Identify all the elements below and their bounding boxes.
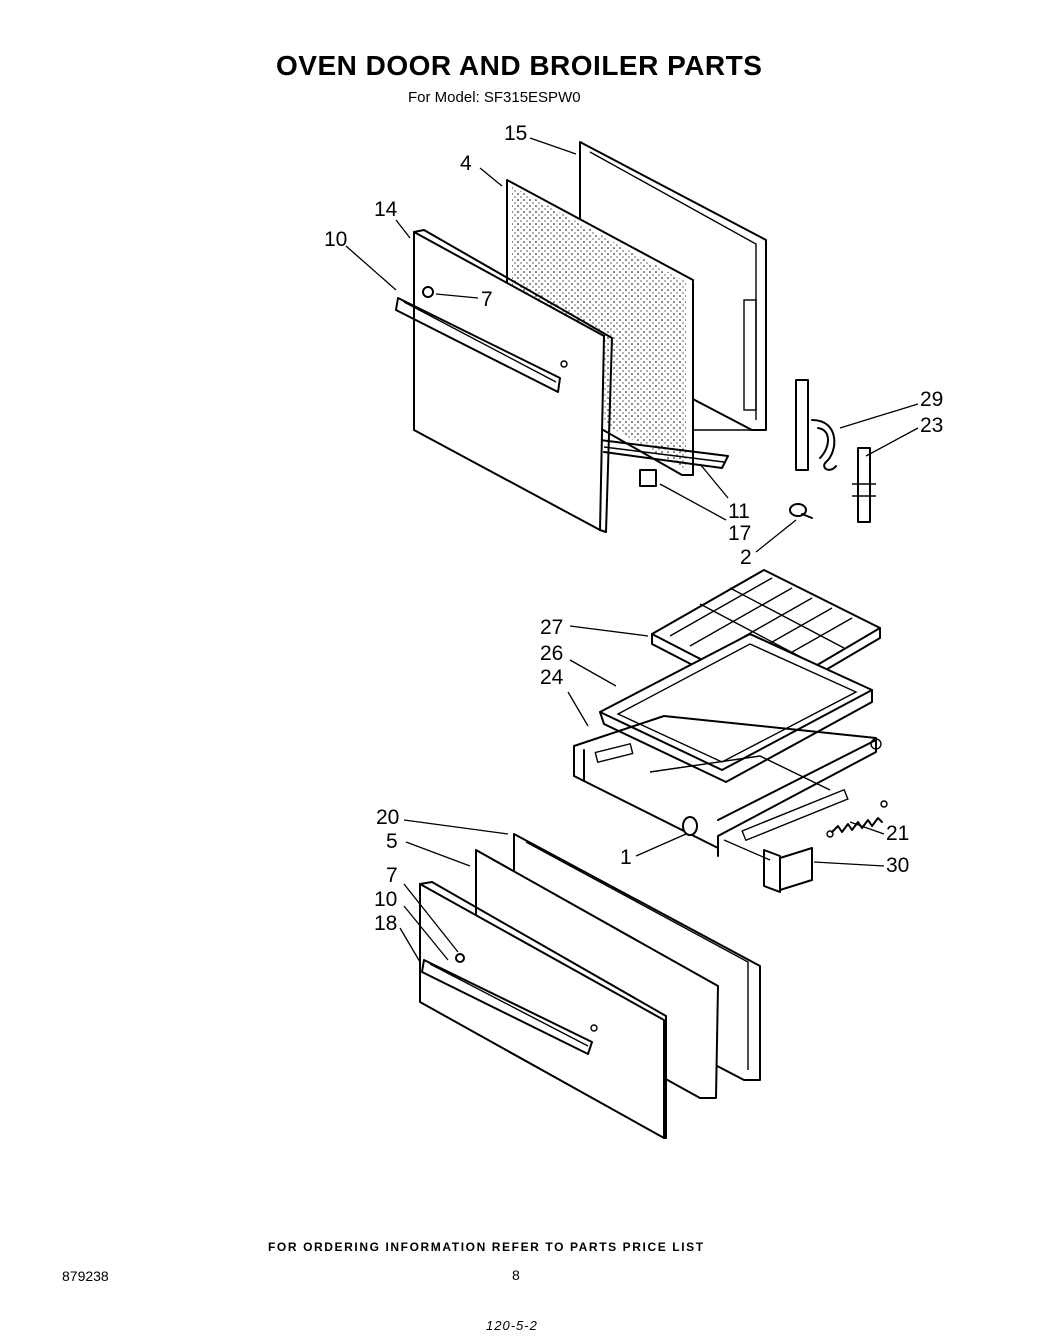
callout-15: 15	[504, 122, 527, 145]
corner-code: 120-5-2	[486, 1318, 538, 1333]
part-30-bracket	[723, 839, 813, 893]
part-2-bumper	[789, 503, 813, 519]
callout-1: 1	[620, 846, 632, 869]
callout-2: 2	[740, 546, 752, 569]
callout-7: 7	[481, 288, 493, 311]
callout-11: 11	[728, 500, 750, 523]
ordering-note: FOR ORDERING INFORMATION REFER TO PARTS …	[268, 1240, 705, 1254]
part-26-broiler-pan	[599, 633, 873, 783]
callout-14: 14	[374, 198, 398, 221]
callout-17: 17	[728, 522, 751, 545]
callout-18: 18	[374, 912, 397, 935]
part-18-broiler-door	[419, 881, 667, 1139]
page-number: 8	[512, 1267, 520, 1283]
callout-10-lower: 10	[374, 888, 397, 911]
part-24-broiler-frame	[573, 715, 882, 857]
page-title: OVEN DOOR AND BROILER PARTS	[276, 50, 763, 81]
callout-26: 26	[540, 642, 563, 665]
callout-10: 10	[324, 228, 347, 251]
part-21-spring	[826, 800, 888, 838]
callout-30: 30	[886, 854, 909, 877]
callout-29: 29	[920, 388, 943, 411]
callout-4: 4	[460, 152, 472, 175]
model-subtitle: For Model: SF315ESPW0	[408, 89, 581, 106]
callout-21: 21	[886, 822, 909, 845]
part-17-clip	[639, 469, 657, 487]
leader-lines	[345, 137, 919, 963]
callout-20: 20	[376, 806, 399, 829]
callout-27: 27	[540, 616, 563, 639]
part-11-channel	[599, 439, 729, 469]
part-29-hinge	[795, 379, 837, 471]
part-14-outer-door	[395, 229, 613, 533]
callout-7-lower: 7	[386, 864, 398, 887]
document-number: 879238	[62, 1268, 109, 1284]
callout-23: 23	[920, 414, 943, 437]
callout-5: 5	[386, 830, 398, 853]
callout-24: 24	[540, 666, 564, 689]
part-23-hinge-receptacle	[852, 447, 876, 523]
part-1-roller	[682, 816, 698, 836]
